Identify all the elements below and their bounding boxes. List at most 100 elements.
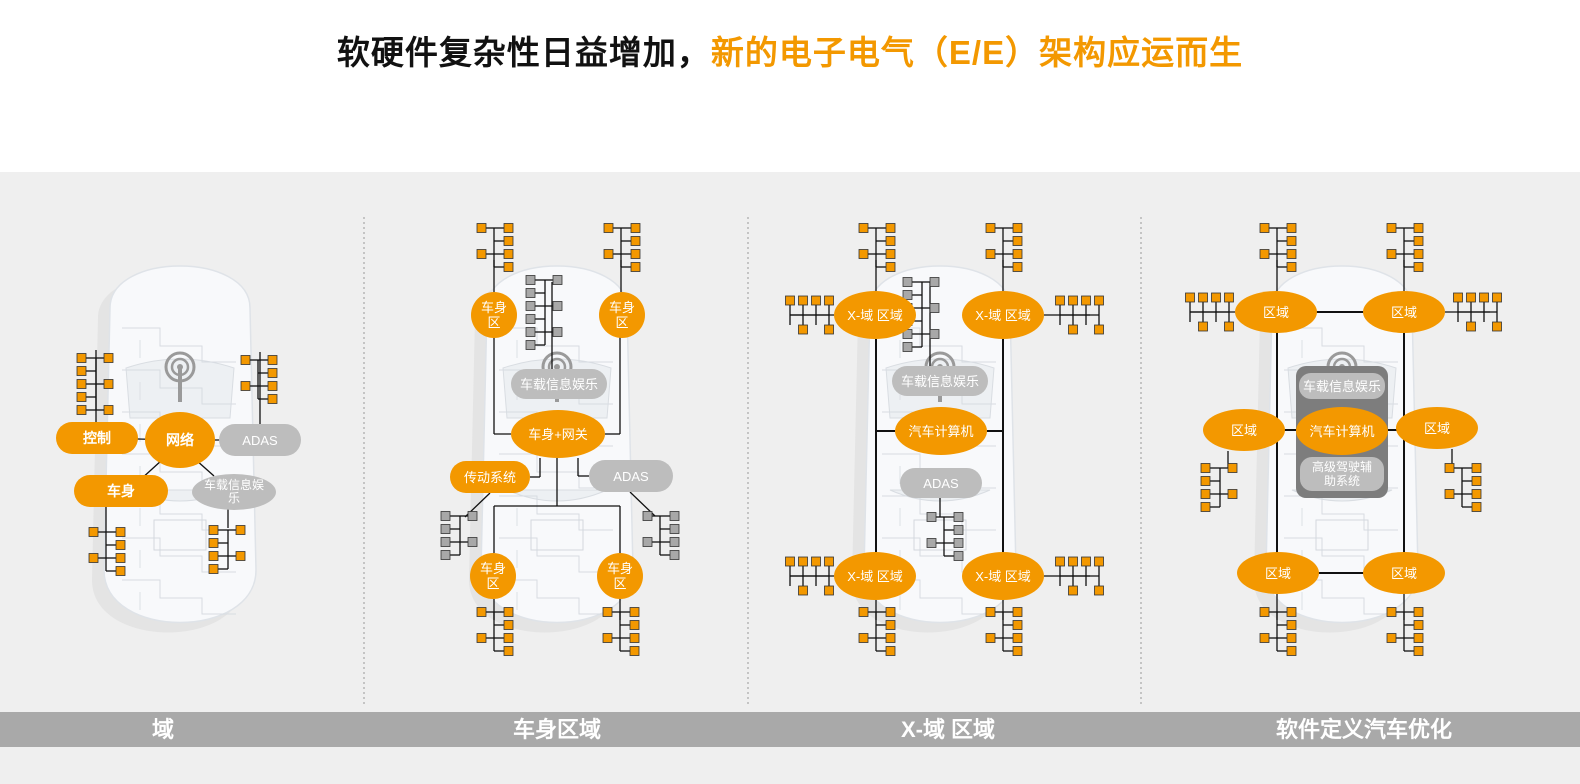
- sensor-node: [926, 512, 937, 522]
- sensor-node: [1479, 292, 1489, 303]
- circuit-trace: [122, 327, 236, 363]
- sensor-node: [1081, 556, 1091, 567]
- circuit-trace: [499, 495, 613, 531]
- caption-domain: 域: [151, 717, 174, 742]
- sensor-node: [503, 633, 514, 643]
- sensor-node: [926, 538, 937, 548]
- sensor-node: [503, 607, 514, 617]
- sensor-node: [1211, 292, 1221, 303]
- page-title: 软硬件复杂性日益增加，新的电子电气（E/E）架构应运而生: [0, 26, 1580, 74]
- sensor-node: [1094, 585, 1104, 596]
- sensor-node: [985, 223, 996, 233]
- control-node: 控制: [56, 422, 138, 454]
- sensor-node: [929, 303, 940, 313]
- sensor-node: [525, 288, 536, 298]
- sensor-node: [1012, 262, 1023, 272]
- sensor-node: [1200, 463, 1211, 473]
- sensor-node: [1224, 321, 1234, 332]
- title-main: 软硬件复杂性日益增加，: [336, 34, 711, 71]
- sensor-node: [503, 236, 514, 246]
- circuit-chip: [1315, 519, 1369, 551]
- caption-software-defined: 软件定义汽车优化: [1275, 717, 1452, 742]
- sensor-node: [235, 525, 246, 535]
- sensor-node: [240, 355, 251, 365]
- sensor-node: [1259, 249, 1270, 259]
- sensor-node: [630, 262, 641, 272]
- sensor-node: [440, 524, 451, 534]
- sensor-node: [1466, 292, 1476, 303]
- sensor-node: [885, 633, 896, 643]
- sensor-node: [929, 329, 940, 339]
- caption-body-zone: 车身区域: [512, 717, 601, 742]
- infotainment-node: 车载信息娱乐: [511, 369, 607, 399]
- sensor-node: [1198, 292, 1208, 303]
- sensor-node: [929, 277, 940, 287]
- sensor-node: [953, 525, 964, 535]
- zone-front-right: 区域: [1363, 291, 1445, 333]
- sensor-node: [1386, 223, 1397, 233]
- sensor-node: [1012, 249, 1023, 259]
- sensor-node: [953, 538, 964, 548]
- sensor-node: [1286, 633, 1297, 643]
- sensor-node: [1286, 620, 1297, 630]
- sensor-node: [1012, 236, 1023, 246]
- sensor-node: [824, 585, 834, 596]
- sensor-node: [798, 295, 808, 306]
- sensor-node: [629, 607, 640, 617]
- sensor-node: [88, 553, 99, 563]
- body-zone-front-right: 车身区: [599, 292, 645, 338]
- sensor-node: [1444, 489, 1455, 499]
- sensor-node: [1224, 292, 1234, 303]
- sensor-node: [525, 314, 536, 324]
- adas-node: ADAS: [900, 468, 982, 498]
- body-gateway-node: 车身+网关: [511, 410, 605, 458]
- sensor-node: [267, 368, 278, 378]
- sensor-node: [1386, 633, 1397, 643]
- sensor-node: [902, 277, 913, 287]
- diagram-stage: 控制 网络 ADAS 车身 车载信息娱乐 车身区 车身区 车载信息娱乐 车身+网…: [0, 172, 1580, 784]
- sensor-node: [1286, 223, 1297, 233]
- sensor-node: [467, 537, 478, 547]
- body-zone-front-left: 车身区: [471, 292, 517, 338]
- circuit-trace: [1284, 327, 1398, 363]
- zone-front-left: 区域: [1235, 291, 1317, 333]
- sensor-node: [669, 524, 680, 534]
- title-accent: 新的电子电气（E/E）架构应运而生: [710, 34, 1244, 71]
- x-zone-front-left: X-域 区域: [834, 291, 916, 339]
- sensor-node: [1200, 489, 1211, 499]
- sensor-node: [953, 512, 964, 522]
- sensor-node: [1386, 607, 1397, 617]
- sensor-node: [525, 275, 536, 285]
- sensor-node: [1198, 321, 1208, 332]
- sensor-node: [476, 249, 487, 259]
- infotainment-node: 车载信息娱乐: [192, 474, 276, 510]
- sensor-node: [1094, 556, 1104, 567]
- sensor-node: [1068, 295, 1078, 306]
- sensor-node: [1012, 633, 1023, 643]
- sensor-node: [1185, 292, 1195, 303]
- sensor-node: [642, 511, 653, 521]
- sensor-node: [1471, 502, 1482, 512]
- sensor-node: [1492, 321, 1502, 332]
- sensor-node: [630, 223, 641, 233]
- sensor-node: [1012, 646, 1023, 656]
- sensor-node: [603, 223, 614, 233]
- circuit-trace: [499, 579, 613, 615]
- body-node: 车身: [74, 475, 168, 507]
- sensor-node: [985, 607, 996, 617]
- sensor-node: [603, 249, 614, 259]
- sensor-node: [208, 551, 219, 561]
- sensor-node: [115, 540, 126, 550]
- sensor-node: [240, 381, 251, 391]
- sensor-node: [440, 511, 451, 521]
- sensor-node: [798, 556, 808, 567]
- sensor-node: [115, 527, 126, 537]
- sensor-node: [76, 379, 87, 389]
- sensor-node: [669, 550, 680, 560]
- sensor-node: [1259, 633, 1270, 643]
- sensor-node: [1413, 633, 1424, 643]
- sensor-node: [103, 379, 114, 389]
- sensor-node: [115, 553, 126, 563]
- infotainment-node: 车载信息娱乐: [892, 366, 988, 396]
- sensor-node: [76, 405, 87, 415]
